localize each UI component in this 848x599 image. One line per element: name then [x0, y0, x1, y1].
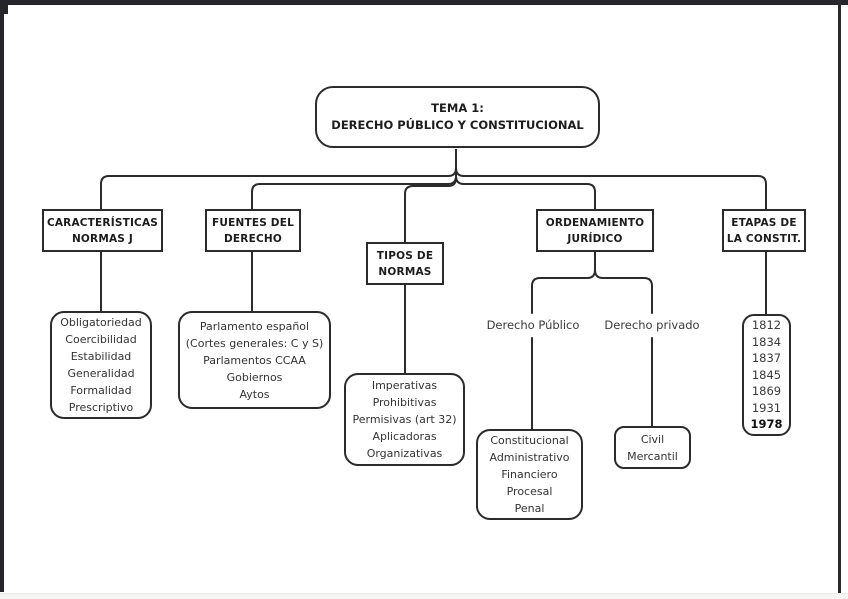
node-caracteristicas-items: Obligatoriedad Coercibilidad Estabilidad…	[50, 311, 152, 419]
label-derecho-privado: Derecho privado	[604, 318, 700, 332]
list-item: Prescriptivo	[68, 401, 134, 414]
year-item: 1869	[751, 384, 782, 399]
year-item: 1931	[751, 400, 782, 415]
list-item: Prohibitivas	[372, 396, 437, 409]
header-line: NORMAS	[378, 265, 432, 278]
title-line: DERECHO PÚBLICO Y CONSTITUCIONAL	[331, 118, 584, 132]
year-item: 1834	[751, 334, 782, 349]
node-derecho-publico-items: Constitucional Administrativo Financiero…	[476, 429, 583, 520]
list-item: Permisivas (art 32)	[352, 413, 457, 426]
list-item: Obligatoriedad	[60, 316, 142, 329]
list-item: Administrativo	[489, 451, 570, 464]
node-etapas-constitucion: ETAPAS DE LA CONSTIT.	[722, 209, 806, 252]
year-item: 1812	[751, 318, 782, 333]
list-item: Civil	[640, 432, 665, 446]
list-item: Penal	[514, 502, 545, 515]
node-derecho-privado-items: Civil Mercantil	[614, 426, 691, 469]
year-item: 1845	[751, 367, 782, 382]
list-item: Aplicadoras	[372, 430, 437, 443]
list-item: (Cortes generales: C y S)	[185, 336, 324, 350]
node-ordenamiento-juridico: ORDENAMIENTO JURÍDICO	[536, 209, 654, 252]
frame-top-left-corner	[0, 0, 8, 14]
frame-top-edge	[0, 0, 848, 5]
list-item: Constitucional	[490, 434, 569, 447]
header-line: ORDENAMIENTO	[545, 216, 645, 229]
list-item: Mercantil	[627, 449, 678, 463]
list-item: Financiero	[501, 468, 558, 481]
node-fuentes-del-derecho: FUENTES DEL DERECHO	[205, 209, 301, 252]
header-line: LA CONSTIT.	[726, 232, 802, 245]
label-derecho-publico: Derecho Público	[486, 318, 580, 332]
list-item: Parlamentos CCAA	[203, 353, 306, 367]
year-item-current: 1978	[750, 417, 783, 432]
node-tipos-items: Imperativas Prohibitivas Permisivas (art…	[344, 373, 465, 466]
header-line: TIPOS DE	[376, 249, 434, 262]
node-fuentes-items: Parlamento español (Cortes generales: C …	[178, 311, 331, 409]
header-line: FUENTES DEL	[212, 216, 294, 229]
node-title-tema1: TEMA 1: DERECHO PÚBLICO Y CONSTITUCIONAL	[315, 86, 600, 148]
header-line: DERECHO	[224, 232, 282, 245]
list-item: Imperativas	[371, 379, 438, 392]
list-item: Estabilidad	[70, 350, 132, 363]
year-item: 1837	[751, 351, 782, 366]
title-line: TEMA 1:	[431, 101, 484, 115]
list-item: Parlamento español	[199, 319, 310, 333]
node-tipos-de-normas: TIPOS DE NORMAS	[366, 242, 444, 285]
list-item: Generalidad	[67, 367, 135, 380]
node-caracteristicas-normas: CARACTERÍSTICAS NORMAS J	[42, 209, 163, 252]
list-item: Gobiernos	[226, 370, 283, 384]
frame-bottom-edge	[0, 593, 848, 599]
list-item: Organizativas	[366, 447, 443, 460]
header-line: CARACTERÍSTICAS	[46, 216, 159, 229]
node-etapas-years: 1812 1834 1837 1845 1869 1931 1978	[742, 314, 791, 436]
frame-left-edge	[0, 0, 4, 592]
list-item: Procesal	[506, 485, 553, 498]
header-line: NORMAS J	[71, 232, 134, 245]
list-item: Formalidad	[70, 384, 132, 397]
header-line: JURÍDICO	[567, 232, 623, 245]
list-item: Aytos	[239, 387, 270, 401]
header-line: ETAPAS DE	[731, 216, 797, 229]
list-item: Coercibilidad	[65, 333, 137, 346]
frame-right-edge	[838, 0, 841, 599]
